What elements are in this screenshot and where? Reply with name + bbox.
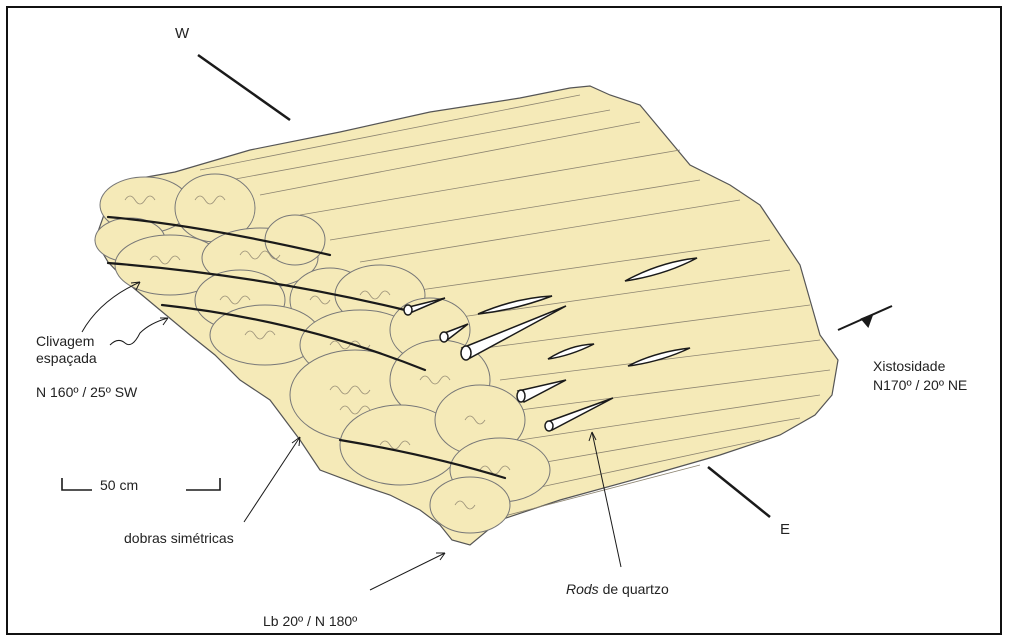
dobras-label: dobras simétricas: [124, 530, 234, 546]
west-label: W: [175, 26, 189, 42]
quartz-rod-end: [461, 346, 471, 360]
clivagem-attitude: N 160º / 25º SW: [36, 384, 137, 400]
clivagem-wavy-arrow: [110, 318, 168, 345]
quartz-rod-end: [440, 332, 448, 342]
xistosidade-label-line1: Xistosidade: [873, 358, 945, 374]
quartz-rod-end: [545, 421, 553, 431]
dobras-arrow: [244, 437, 300, 522]
lineation-label: Lb 20º / N 180º: [263, 613, 357, 629]
xistosidade-label-line2: N170º / 20º NE: [873, 377, 967, 393]
rods-label: Rods de quartzo: [566, 581, 669, 597]
east-direction-line: [708, 467, 770, 517]
quartz-rod-end: [517, 390, 525, 402]
scale-bar: [62, 478, 220, 490]
west-direction-line: [198, 55, 290, 120]
clivagem-arrow: [82, 282, 140, 332]
scale-label: 50 cm: [100, 477, 138, 493]
schistosity-symbol: [838, 306, 892, 330]
rods-label-italic: Rods: [566, 581, 599, 597]
rods-label-rest: de quartzo: [599, 581, 669, 597]
east-label: E: [780, 522, 790, 538]
clivagem-label-line1: Clivagem: [36, 333, 94, 349]
clivagem-label-line2: espaçada: [36, 350, 97, 366]
lineation-arrow: [370, 553, 445, 590]
quartz-rod-end: [404, 305, 412, 315]
